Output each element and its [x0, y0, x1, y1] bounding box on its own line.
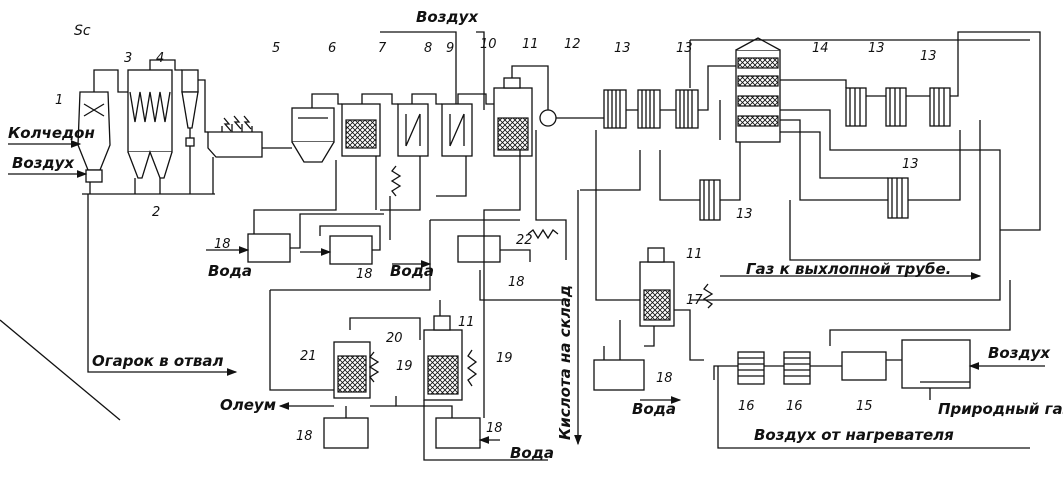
number-18c: 18	[508, 275, 525, 290]
number-8: 8	[424, 41, 432, 56]
number-19a: 19	[396, 359, 413, 374]
label-air-top: Воздух	[416, 8, 479, 26]
wet-precipitator-8	[397, 103, 429, 157]
collectors-18	[247, 233, 645, 449]
label-pyrite: Колчедон	[8, 124, 95, 142]
cyclone-4	[181, 69, 199, 147]
number-14: 14	[812, 41, 829, 56]
label-natural-gas: Природный газ	[938, 400, 1063, 418]
number-9: 9	[446, 41, 454, 56]
number-11c: 11	[458, 315, 475, 330]
number-20: 20	[386, 331, 403, 346]
cooler-17	[702, 283, 714, 309]
heat-exchangers-13-row	[603, 89, 699, 129]
stray-mark: Sc	[74, 23, 91, 39]
number-2: 2	[152, 205, 160, 220]
number-19b: 19	[496, 351, 513, 366]
oleum-absorber-20	[423, 315, 463, 401]
cooler-19a	[368, 351, 380, 383]
blower-12	[539, 109, 557, 127]
waste-heat-boiler-3	[127, 69, 173, 179]
cooler-19b	[466, 349, 478, 387]
number-13a: 13	[614, 41, 631, 56]
heat-exchangers-16	[737, 351, 811, 385]
number-7: 7	[378, 41, 387, 56]
label-air-left: Воздух	[12, 154, 75, 172]
number-6: 6	[328, 41, 336, 56]
number-21: 21	[300, 349, 317, 364]
number-1: 1	[55, 93, 63, 108]
electrostatic-precipitator-5	[207, 115, 263, 158]
furnace-1	[77, 91, 111, 183]
number-16b: 16	[786, 399, 803, 414]
furnace-heater-box	[901, 339, 971, 389]
tower-7	[341, 103, 381, 157]
number-13b: 13	[676, 41, 693, 56]
label-water-1: Вода	[208, 262, 252, 280]
number-4: 4	[156, 51, 164, 66]
cooler-7	[390, 165, 402, 197]
heat-exchangers-13-right	[699, 87, 951, 221]
piping	[8, 31, 1045, 461]
label-water-4: Вода	[510, 444, 554, 462]
label-air-from-heater: Воздух от нагревателя	[754, 426, 954, 444]
washing-tower-6	[291, 107, 335, 163]
absorber-17	[639, 247, 675, 327]
cooler-22	[527, 228, 559, 240]
stray-line	[0, 319, 121, 421]
number-11b: 11	[686, 247, 703, 262]
drying-tower-10	[493, 77, 533, 157]
heater-15	[841, 351, 887, 381]
number-16a: 16	[738, 399, 755, 414]
label-water-3: Вода	[632, 400, 676, 418]
label-air-right: Воздух	[988, 344, 1051, 362]
wet-precipitator-9	[441, 103, 473, 157]
text-labels: Колчедон Воздух Воздух Воздух Огарок в о…	[8, 8, 1063, 462]
number-5: 5	[272, 41, 280, 56]
oleum-tower-21	[333, 341, 371, 399]
equipment-numbers: 1 2 3 4 5 6 7 8 9 10 11 12 13 13 14 13 1…	[55, 37, 937, 444]
number-18b: 18	[356, 267, 373, 282]
number-22: 22	[516, 233, 533, 248]
number-11a: 11	[522, 37, 539, 52]
contact-apparatus-14	[735, 37, 781, 143]
number-18a: 18	[214, 237, 231, 252]
label-water-2: Вода	[390, 262, 434, 280]
number-10: 10	[480, 37, 497, 52]
label-acid-to-storage: Кислота на склад	[556, 285, 574, 440]
number-18f: 18	[486, 421, 503, 436]
number-17: 17	[686, 293, 703, 308]
number-12: 12	[564, 37, 581, 52]
number-13e: 13	[902, 157, 919, 172]
label-gas-to-stack: Газ к выхлопной трубе.	[746, 260, 951, 278]
number-13d: 13	[920, 49, 937, 64]
label-cinder: Огарок в отвал	[92, 352, 223, 370]
number-18d: 18	[656, 371, 673, 386]
label-oleum: Олеум	[220, 396, 276, 414]
number-18e: 18	[296, 429, 313, 444]
number-3: 3	[124, 51, 132, 66]
number-13c: 13	[868, 41, 885, 56]
number-15: 15	[856, 399, 873, 414]
number-13f: 13	[736, 207, 753, 222]
